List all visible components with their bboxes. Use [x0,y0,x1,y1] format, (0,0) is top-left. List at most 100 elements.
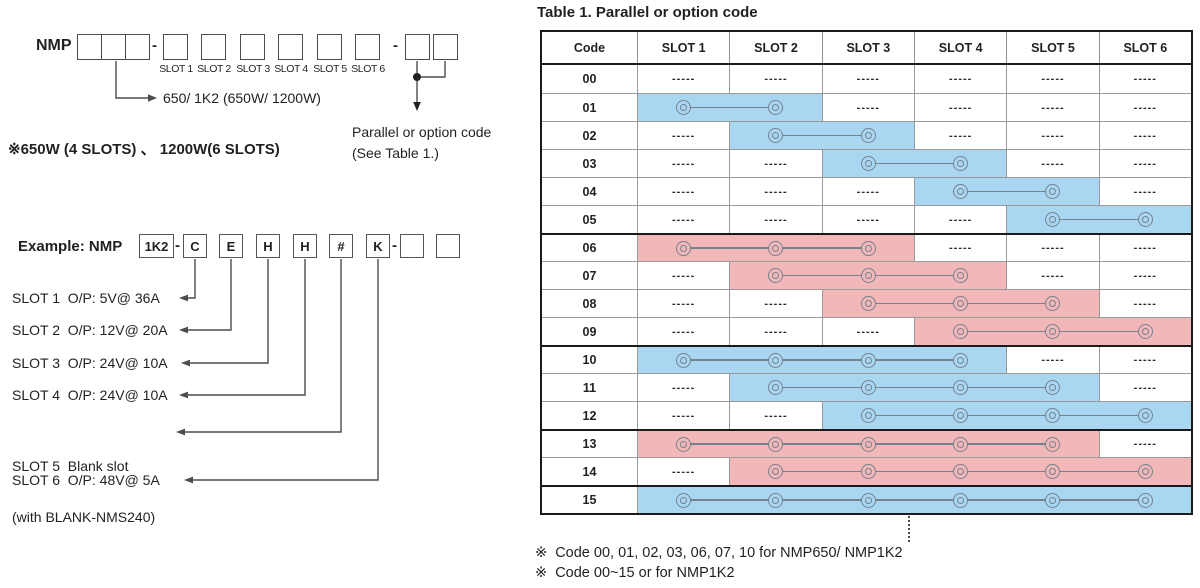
parallel-link-line [775,274,822,277]
parallel-connector-circle [676,100,692,115]
table-row: 09--------------- [542,317,1191,345]
parallel-connector-circle-inner [1141,496,1149,504]
parallel-link-line [914,359,961,361]
slot-cell [821,431,914,457]
example-letter-box-6: K [366,234,390,258]
slot-description-3: SLOT 3 O/P: 24V@ 10A [12,355,168,371]
slot-description-5: SLOT 5 Blank slot (with BLANK-NMS240) [12,424,155,543]
option-code-box-1 [405,34,430,60]
table-row: 13----- [542,429,1191,457]
parallel-connector-circle [860,492,876,508]
slot-code-box-4 [278,34,303,60]
parallel-link-line [683,499,730,501]
slot-box-label-1: SLOT 1 [159,63,193,75]
slot-box-label-6: SLOT 6 [351,63,385,75]
parallel-connector-circle [768,492,784,508]
parallel-connector-circle [768,240,784,256]
parallel-link-line [775,134,822,137]
slot-cell: ----- [1098,178,1191,205]
code-cell: 07 [582,268,597,283]
parallel-link-line [868,162,914,165]
parallel-connector-circle [860,156,876,171]
parallel-link-line [1098,218,1146,221]
slot-description-4: SLOT 4 O/P: 24V@ 10A [12,387,168,403]
parallel-connector-circle [860,296,876,311]
slot-box-label-5: SLOT 5 [313,63,347,75]
parallel-connector-circle [1045,492,1061,508]
slot-cell: ----- [637,458,729,485]
parallel-connector-circle [1045,436,1061,452]
slot-cell [637,487,730,513]
parallel-connector-circle [953,436,969,452]
slot-cell: ----- [729,318,821,345]
parallel-connector-circle [768,100,784,115]
parallel-connector-circle [953,492,969,508]
slot-cell: ----- [729,178,821,205]
slot-code-box-3 [240,34,265,60]
table-row: 07--------------- [542,261,1191,289]
slot-cell: ----- [637,122,729,149]
parallel-connector-circle-inner [957,300,965,307]
column-header-slot4: SLOT 4 [914,32,1006,63]
parallel-connector-circle-inner [957,160,965,167]
slot-box-label-3: SLOT 3 [236,63,270,75]
table-row: 10---------- [542,345,1191,373]
parallel-link-line [960,190,1007,193]
slot-cell [821,290,914,317]
parallel-connector-circle-inner [772,468,780,475]
table-row: 12---------- [542,401,1191,429]
parallel-connector-circle-inner [1049,412,1057,419]
table-row: 11---------- [542,373,1191,401]
slot-cell [1006,458,1099,485]
slot-cell [1098,318,1191,345]
parallel-connector-circle-inner [957,384,965,391]
slot-cell [1098,458,1191,485]
slot-cell [729,487,822,513]
column-header-code: Code [573,40,606,55]
example-letter-box-3: H [256,234,280,258]
slot-cell: ----- [914,235,1006,261]
parallel-connector-circle-inner [772,496,780,504]
slot-cell: ----- [637,402,729,429]
parallel-link-line [960,330,1007,333]
parallel-link-line [683,359,730,361]
parallel-connector-circle [953,184,969,199]
footnote-1: ※ Code 00, 01, 02, 03, 06, 07, 10 for NM… [535,545,903,561]
slot-cell [914,458,1007,485]
slot-cell [1006,318,1099,345]
slot-cell [729,431,822,457]
code-cell: 14 [582,464,597,479]
slot-cell [914,402,1007,429]
slot-cell: ----- [637,318,729,345]
example-label: Example: NMP [18,238,123,255]
slot-cell: ----- [914,206,1006,233]
slot-cell: ----- [1006,94,1098,121]
parallel-option-note: Parallel or option code (See Table 1.) [352,122,491,164]
slot-cell: ----- [637,290,729,317]
parallel-link-line [683,247,730,249]
parallel-connector-circle-inner [1141,468,1149,475]
slot-description-5-line2: (with BLANK-NMS240) [12,509,156,525]
parallel-connector-circle-inner [864,300,872,307]
parallel-connector-circle [860,240,876,256]
slot-cell: ----- [914,65,1006,93]
parallel-link-line [914,162,961,165]
slot-cell: ----- [1006,235,1098,261]
example-letter-box-2: E [219,234,243,258]
slots-note: ※650W (4 SLOTS) 、 1200W(6 SLOTS) [8,141,280,158]
slot-cell [914,178,1007,205]
slot-cell: ----- [1098,290,1191,317]
slot-cell [1006,374,1099,401]
column-header-slot6: SLOT 6 [1098,32,1191,63]
parallel-connector-circle-inner [864,496,872,504]
parallel-link-line [868,414,914,417]
parallel-connector-circle-inner [772,244,780,252]
parallel-link-line [775,470,822,473]
slot-cell: ----- [1098,262,1191,289]
slot-cell [914,374,1007,401]
code-cell: 05 [582,212,597,227]
slot-cell: ----- [821,178,914,205]
parallel-connector-circle-inner [864,160,872,167]
